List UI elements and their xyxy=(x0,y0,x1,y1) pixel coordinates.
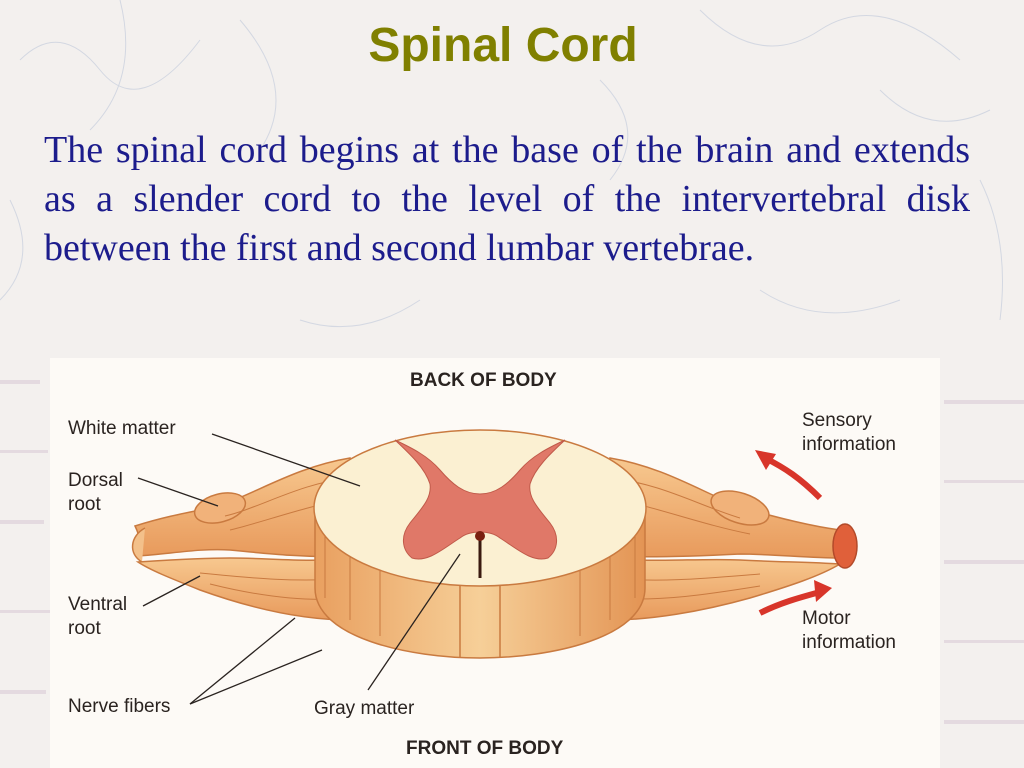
front-of-body-label: FRONT OF BODY xyxy=(406,738,564,759)
sensory-arrow xyxy=(763,455,823,501)
sensory-info-label-line1: Sensory xyxy=(802,410,872,431)
dorsal-root-label-line1: Dorsal xyxy=(68,470,123,491)
motor-info-label-line2: information xyxy=(802,632,896,653)
sensory-info-label-line2: information xyxy=(802,434,896,455)
gray-matter-shape xyxy=(394,439,566,560)
slide-body-text: The spinal cord begins at the base of th… xyxy=(44,129,970,269)
left-nerve-root xyxy=(131,457,351,621)
ventral-root-label-line1: Ventral xyxy=(68,594,127,615)
motor-arrowhead xyxy=(814,580,832,602)
spinal-cord-cross-section xyxy=(313,429,647,659)
motor-arrow xyxy=(758,589,821,616)
ventral-root-label-line2: root xyxy=(68,618,101,639)
sensory-arrowhead xyxy=(755,450,776,470)
right-nerve-root xyxy=(609,457,858,621)
nerve-fibers-label: Nerve fibers xyxy=(68,696,170,717)
back-of-body-label: BACK OF BODY xyxy=(410,370,557,391)
spinal-cord-illustration: BACK OF BODY White matter Dorsal root Ve… xyxy=(68,370,896,759)
leader-lines xyxy=(137,433,461,705)
gray-matter-label: Gray matter xyxy=(314,698,415,719)
motor-info-label-line1: Motor xyxy=(802,608,851,629)
slide-title: Spinal Cord xyxy=(368,19,638,72)
white-matter-label: White matter xyxy=(68,418,176,439)
spinal-cord-diagram: BACK OF BODY White matter Dorsal root Ve… xyxy=(50,358,940,768)
dorsal-root-label-line2: root xyxy=(68,494,101,515)
